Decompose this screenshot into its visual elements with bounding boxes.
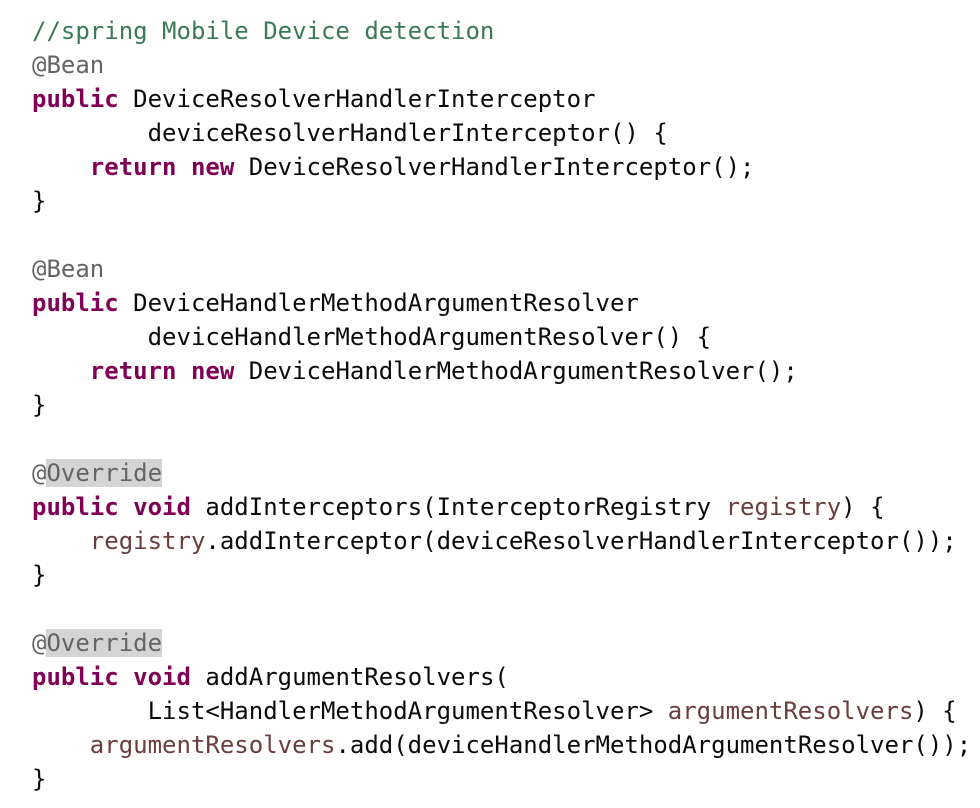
annotation-at-sign: @ [32, 629, 47, 657]
keyword-token: public [32, 663, 119, 691]
code-line: } [32, 388, 980, 422]
plain-token: DeviceResolverHandlerInterceptor [118, 85, 596, 113]
keyword-token: new [190, 153, 235, 181]
param-token: argumentResolvers [667, 697, 914, 725]
plain-token: addInterceptors(InterceptorRegistry [190, 493, 726, 521]
plain-token [32, 153, 90, 181]
code-line: @Bean [32, 252, 980, 286]
plain-token [119, 663, 133, 691]
code-line: deviceResolverHandlerInterceptor() { [32, 116, 980, 150]
code-line: return new DeviceResolverHandlerIntercep… [32, 150, 980, 184]
plain-token: } [32, 561, 47, 589]
plain-token [32, 357, 90, 385]
plain-token: } [32, 391, 47, 419]
code-line: List<HandlerMethodArgumentResolver> argu… [32, 694, 980, 728]
code-line: public void addInterceptors(InterceptorR… [32, 490, 980, 524]
code-line [32, 422, 980, 456]
code-line: @Override [32, 626, 980, 660]
plain-token: } [32, 765, 47, 793]
code-line: //spring Mobile Device detection [32, 14, 980, 48]
keyword-token: return [89, 153, 177, 181]
plain-token: deviceResolverHandlerInterceptor() { [32, 119, 668, 147]
plain-token [32, 527, 90, 555]
plain-token: ) { [841, 493, 885, 521]
plain-token [177, 357, 191, 385]
code-line: } [32, 184, 980, 218]
code-line: } [32, 558, 980, 592]
code-line: } [32, 762, 980, 796]
annotation-token-highlighted: @Override [32, 629, 163, 657]
code-line: registry.addInterceptor(deviceResolverHa… [32, 524, 980, 558]
param-token: argumentResolvers [89, 731, 336, 759]
code-line [32, 592, 980, 626]
plain-token [177, 153, 191, 181]
code-editor[interactable]: //spring Mobile Device detection @Bean pub… [32, 14, 980, 808]
keyword-token: void [133, 493, 191, 521]
code-line: argumentResolvers.add(deviceHandlerMetho… [32, 728, 980, 762]
plain-token: DeviceHandlerMethodArgumentResolver(); [234, 357, 798, 385]
code-line: @Override [32, 456, 980, 490]
plain-token [32, 731, 90, 759]
keyword-token: public [32, 493, 119, 521]
annotation-token: @Bean [32, 51, 105, 79]
keyword-token: void [133, 663, 191, 691]
plain-token: DeviceResolverHandlerInterceptor(); [234, 153, 755, 181]
plain-token: ) { [913, 697, 957, 725]
code-line: deviceHandlerMethodArgumentResolver() { [32, 320, 980, 354]
code-line: public void addArgumentResolvers( [32, 660, 980, 694]
annotation-name-highlight: Override [46, 459, 163, 487]
plain-token: .add(deviceHandlerMethodArgumentResolver… [335, 731, 972, 759]
plain-token [119, 493, 133, 521]
code-line: return new DeviceHandlerMethodArgumentRe… [32, 354, 980, 388]
keyword-token: public [32, 85, 119, 113]
keyword-token: return [89, 357, 177, 385]
plain-token: DeviceHandlerMethodArgumentResolver [118, 289, 639, 317]
code-line [32, 218, 980, 252]
code-line: public DeviceHandlerMethodArgumentResolv… [32, 286, 980, 320]
annotation-at-sign: @ [32, 459, 47, 487]
plain-token: addArgumentResolvers( [190, 663, 509, 691]
plain-token: .addInterceptor(deviceResolverHandlerInt… [205, 527, 957, 555]
plain-token: List<HandlerMethodArgumentResolver> [32, 697, 668, 725]
code-line: @Bean [32, 48, 980, 82]
code-line: public DeviceResolverHandlerInterceptor [32, 82, 980, 116]
keyword-token: public [32, 289, 119, 317]
comment-token: //spring Mobile Device detection [32, 17, 495, 45]
param-token: registry [89, 527, 206, 555]
plain-token: } [32, 187, 47, 215]
annotation-name-highlight: Override [46, 629, 163, 657]
param-token: registry [725, 493, 842, 521]
plain-token: deviceHandlerMethodArgumentResolver() { [32, 323, 712, 351]
annotation-token-highlighted: @Override [32, 459, 163, 487]
keyword-token: new [190, 357, 235, 385]
annotation-token: @Bean [32, 255, 105, 283]
